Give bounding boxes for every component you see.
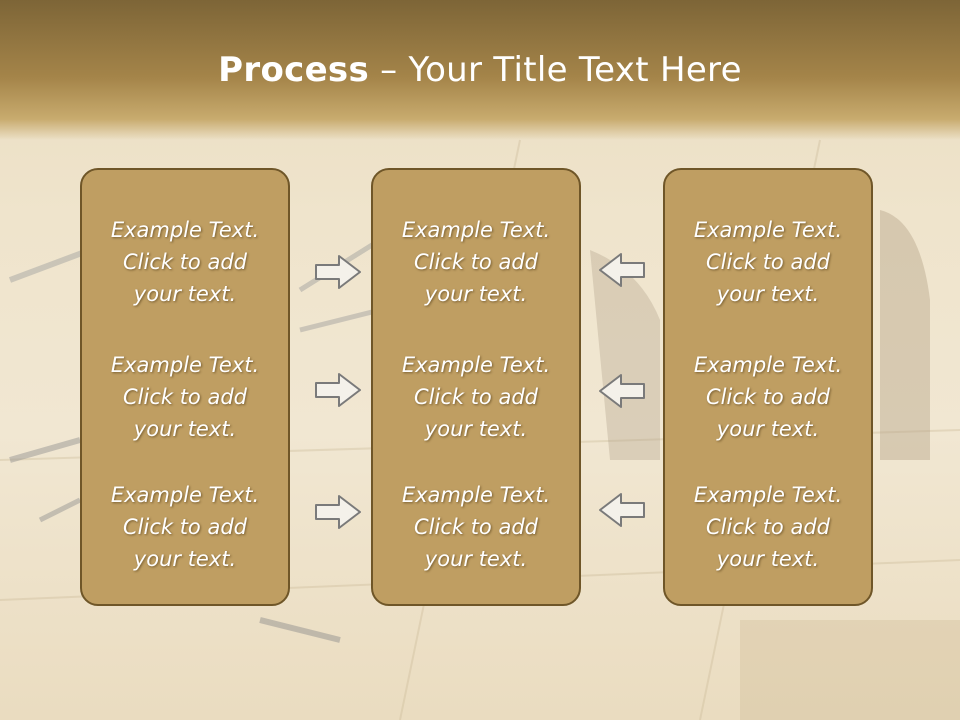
text-line: your text. [716, 282, 820, 306]
text-line: your text. [424, 282, 528, 306]
text-line: your text. [424, 417, 528, 441]
text-line: your text. [133, 282, 237, 306]
text-placeholder[interactable]: Example Text. Click to add your text. [665, 214, 871, 310]
text-line: Click to add [705, 250, 830, 274]
text-line: Example Text. [110, 483, 260, 507]
text-line: your text. [133, 547, 237, 571]
center-box[interactable]: Example Text. Click to add your text. Ex… [371, 168, 581, 606]
text-placeholder[interactable]: Example Text. Click to add your text. [82, 214, 288, 310]
slide-title[interactable]: Process – Your Title Text Here [0, 50, 960, 90]
text-line: Example Text. [401, 483, 551, 507]
title-dash: – [369, 50, 409, 90]
text-line: Click to add [122, 385, 247, 409]
text-line: your text. [133, 417, 237, 441]
text-line: Example Text. [693, 353, 843, 377]
text-line: your text. [424, 547, 528, 571]
text-line: Click to add [413, 515, 538, 539]
text-line: Example Text. [693, 218, 843, 242]
text-line: Click to add [705, 385, 830, 409]
right-arrow-icon [315, 495, 361, 529]
text-line: Click to add [705, 515, 830, 539]
left-arrow-icon [599, 493, 645, 527]
left-arrow-icon [599, 253, 645, 287]
text-placeholder[interactable]: Example Text. Click to add your text. [82, 479, 288, 575]
text-placeholder[interactable]: Example Text. Click to add your text. [373, 479, 579, 575]
text-line: Click to add [413, 250, 538, 274]
text-line: your text. [716, 417, 820, 441]
text-placeholder[interactable]: Example Text. Click to add your text. [82, 349, 288, 445]
title-bold: Process [218, 50, 370, 90]
text-line: Click to add [122, 250, 247, 274]
text-line: Example Text. [110, 218, 260, 242]
text-placeholder[interactable]: Example Text. Click to add your text. [665, 479, 871, 575]
text-line: Click to add [413, 385, 538, 409]
text-line: Example Text. [693, 483, 843, 507]
right-arrow-icon [315, 373, 361, 407]
text-line: Click to add [122, 515, 247, 539]
title-band [0, 0, 960, 140]
title-text: Your Title Text Here [408, 50, 742, 90]
text-placeholder[interactable]: Example Text. Click to add your text. [665, 349, 871, 445]
left-arrow-icon [599, 374, 645, 408]
text-line: Example Text. [110, 353, 260, 377]
text-placeholder[interactable]: Example Text. Click to add your text. [373, 349, 579, 445]
text-placeholder[interactable]: Example Text. Click to add your text. [373, 214, 579, 310]
text-line: Example Text. [401, 353, 551, 377]
text-line: your text. [716, 547, 820, 571]
right-box[interactable]: Example Text. Click to add your text. Ex… [663, 168, 873, 606]
text-line: Example Text. [401, 218, 551, 242]
right-arrow-icon [315, 255, 361, 289]
left-box[interactable]: Example Text. Click to add your text. Ex… [80, 168, 290, 606]
